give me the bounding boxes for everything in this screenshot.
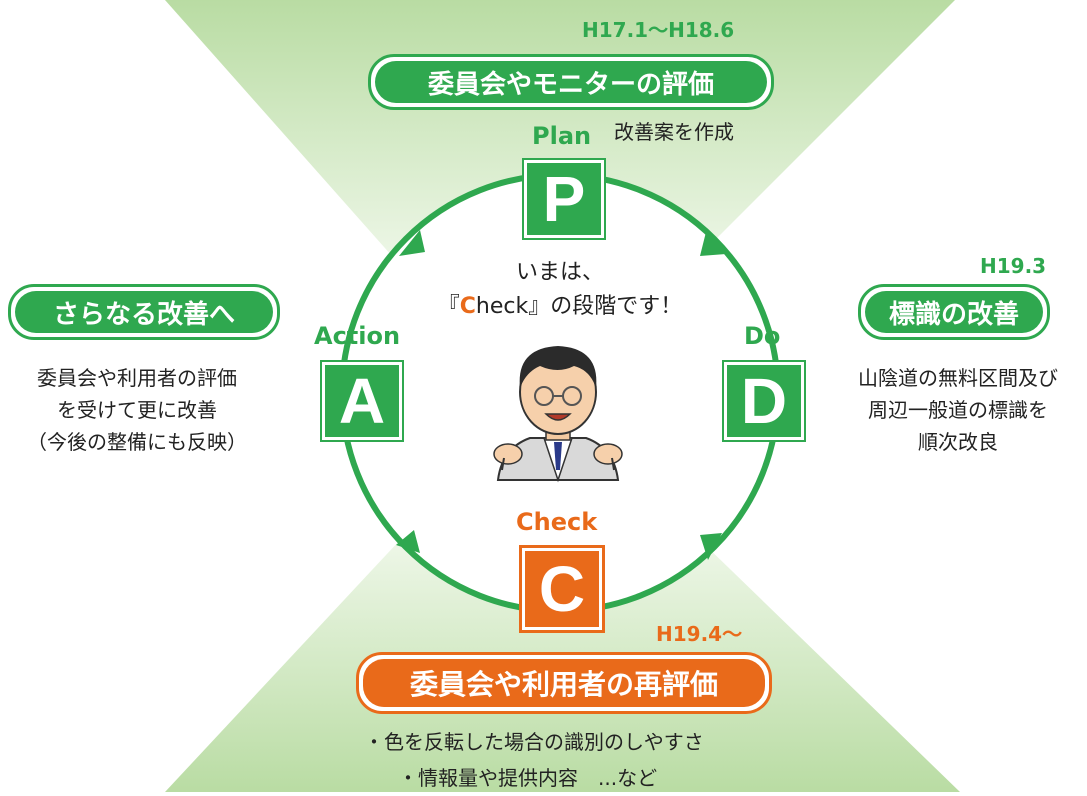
center-line-2-highlight: C [459, 294, 476, 319]
arrow-plan-to-do [700, 232, 726, 256]
plan-note: 改善案を作成 [614, 120, 734, 144]
center-line-2-prefix: 『 [437, 294, 460, 319]
action-phase-label: Action [314, 322, 401, 350]
plan-title-pill: 委員会やモニターの評価 [368, 54, 774, 110]
center-line-2: 『Check』の段階です！ [420, 290, 700, 324]
do-description-line: 周辺一般道の標識を [868, 398, 1048, 422]
action-letter-box: A [322, 362, 402, 440]
check-date: H19.4〜 [656, 622, 743, 646]
check-phase-label: Check [516, 508, 598, 536]
action-description-line: 委員会や利用者の評価 [37, 366, 237, 390]
do-letter-box: D [724, 362, 804, 440]
action-title-pill: さらなる改善へ [8, 284, 280, 340]
do-title-pill: 標識の改善 [858, 284, 1050, 340]
do-title: 標識の改善 [888, 299, 1019, 330]
check-description-line: ・情報量や提供内容 ...など [398, 766, 658, 790]
check-description-line: ・色を反転した場合の識別のしやすさ [364, 730, 704, 754]
do-description: 山陰道の無料区間及び 周辺一般道の標識を 順次改良 [840, 362, 1076, 458]
presenter-character-icon [493, 346, 623, 483]
do-description-line: 順次改良 [918, 430, 998, 454]
plan-phase-label: Plan [532, 122, 592, 150]
plan-letter-box: P [524, 160, 604, 238]
center-message: いまは、 『Check』の段階です！ [420, 256, 700, 324]
check-letter-box: C [522, 548, 602, 630]
plan-title: 委員会やモニターの評価 [427, 69, 714, 100]
plan-date: H17.1〜H18.6 [582, 18, 735, 42]
arrow-check-to-action [396, 530, 420, 553]
arrow-action-to-plan [399, 230, 425, 256]
center-line-1: いまは、 [515, 260, 604, 285]
do-description-line: 山陰道の無料区間及び [858, 366, 1058, 390]
check-description: ・色を反転した場合の識別のしやすさ ・情報量や提供内容 ...など [364, 724, 704, 796]
action-title: さらなる改善へ [52, 299, 235, 330]
do-date: H19.3 [980, 254, 1047, 278]
do-phase-label: Do [744, 322, 781, 350]
action-description-line: を受けて更に改善 [57, 398, 217, 422]
check-title: 委員会や利用者の再評価 [409, 668, 718, 701]
center-line-2-suffix: heck』の段階です！ [475, 294, 683, 319]
action-description: 委員会や利用者の評価 を受けて更に改善 （今後の整備にも反映） [2, 362, 272, 458]
action-description-line: （今後の整備にも反映） [27, 430, 247, 454]
check-title-pill: 委員会や利用者の再評価 [356, 652, 772, 714]
arrow-do-to-check [700, 533, 722, 560]
